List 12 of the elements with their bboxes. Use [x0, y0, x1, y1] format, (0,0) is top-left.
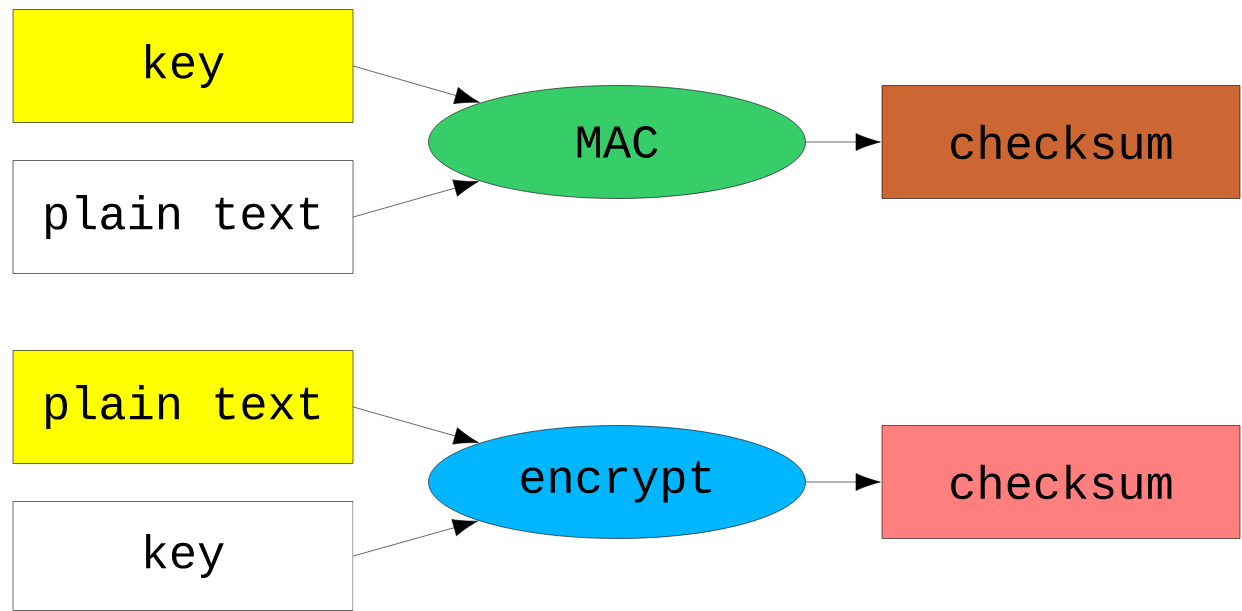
process-box: plain text: [12, 350, 354, 464]
arrow: [353, 406, 479, 445]
process-box: plain text: [12, 160, 354, 274]
process-box: key: [12, 501, 354, 611]
arrow: [805, 133, 881, 151]
process-box: key: [12, 9, 354, 123]
arrow: [805, 473, 881, 491]
arrow: [353, 519, 478, 557]
arrow: [353, 65, 480, 105]
arrow: [353, 179, 479, 218]
process-box: checksum: [881, 425, 1241, 539]
process-box: checksum: [881, 85, 1241, 199]
